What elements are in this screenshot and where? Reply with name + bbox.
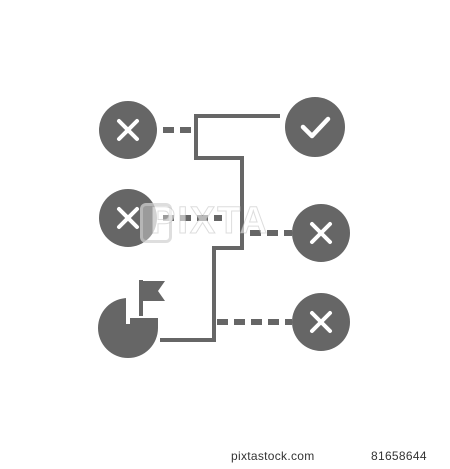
cross-icon xyxy=(117,119,139,141)
watermark-logo-icon xyxy=(140,203,172,243)
footer-source-text: pixtastock.com xyxy=(231,449,315,463)
node-left-top xyxy=(99,101,157,159)
flag-gap xyxy=(126,296,130,324)
footer-image-id: 81658644 xyxy=(371,449,427,463)
node-circle xyxy=(285,97,345,157)
cross-icon xyxy=(310,222,332,244)
cross-icon xyxy=(310,311,332,333)
node-right-middle xyxy=(292,204,350,262)
solid-path-lines xyxy=(160,114,280,342)
pie-shape xyxy=(98,298,158,358)
check-icon xyxy=(300,116,331,139)
footer-bar xyxy=(0,444,450,469)
cross-icon xyxy=(117,207,139,229)
path-line-upper xyxy=(194,114,280,320)
node-right-top xyxy=(285,97,345,157)
node-left-bottom xyxy=(98,280,165,358)
flag-icon xyxy=(139,280,165,316)
dashed-connectors xyxy=(163,127,292,325)
path-line-lower xyxy=(160,320,216,342)
node-right-bottom xyxy=(292,293,350,351)
